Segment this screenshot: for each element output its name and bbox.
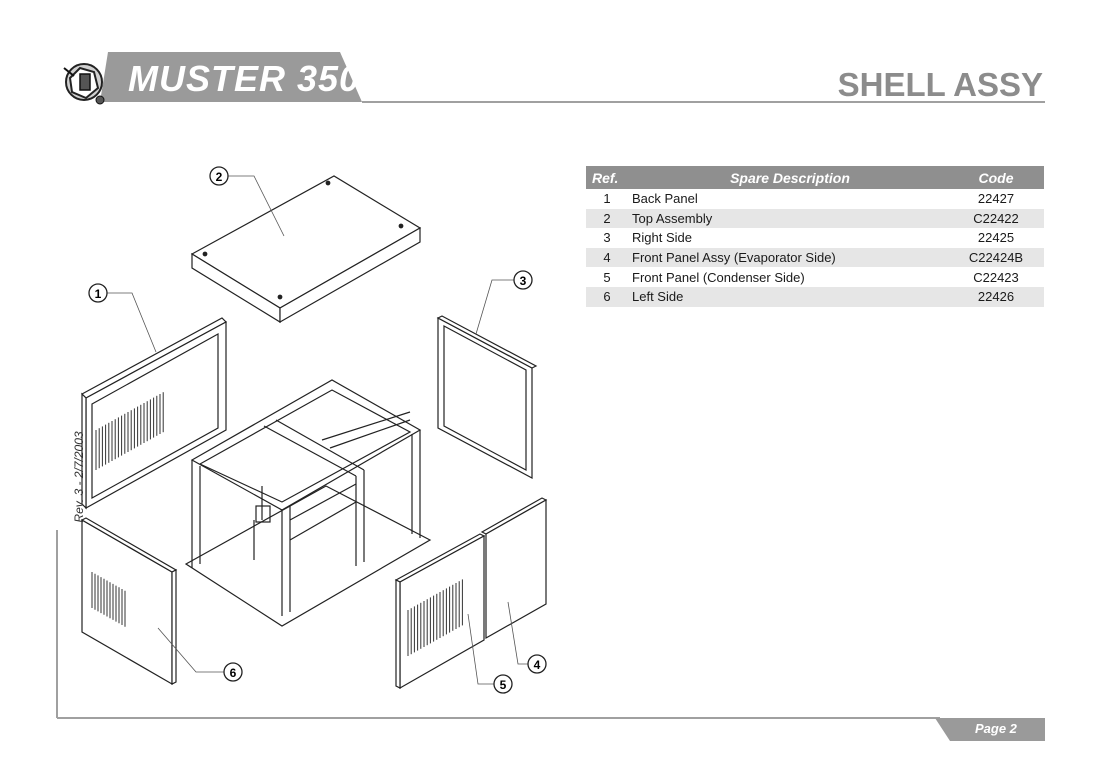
callout-1: 1 bbox=[88, 283, 108, 303]
header-description: Spare Description bbox=[628, 166, 948, 189]
row-ref: 2 bbox=[586, 208, 628, 229]
table-header-row: Ref. Spare Description Code bbox=[586, 166, 1044, 189]
row-description: Front Panel Assy (Evaporator Side) bbox=[628, 247, 948, 268]
row-description: Left Side bbox=[628, 286, 948, 307]
brand-name: MUSTER 350 bbox=[128, 58, 361, 99]
row-ref: 5 bbox=[586, 267, 628, 287]
revision-label: Rev. 3 - 2/7/2003 bbox=[72, 431, 86, 523]
row-code: C22422 bbox=[948, 208, 1044, 229]
row-description: Front Panel (Condenser Side) bbox=[628, 267, 948, 287]
callout-5: 5 bbox=[493, 674, 513, 694]
row-code: C22423 bbox=[948, 267, 1044, 287]
row-ref: 1 bbox=[586, 189, 628, 209]
callout-label: 2 bbox=[216, 170, 223, 184]
table-row: 3 Right Side 22425 bbox=[586, 228, 1044, 248]
row-ref: 4 bbox=[586, 247, 628, 268]
row-code: 22426 bbox=[948, 286, 1044, 307]
page-frame bbox=[56, 530, 1045, 741]
page-title: SHELL ASSY bbox=[837, 66, 1043, 103]
callout-4: 4 bbox=[527, 654, 547, 674]
right-side-panel bbox=[436, 315, 538, 479]
table-row: 4 Front Panel Assy (Evaporator Side) C22… bbox=[586, 247, 1044, 268]
callout-3: 3 bbox=[513, 270, 533, 290]
top-assembly-panel bbox=[190, 175, 422, 324]
back-panel bbox=[81, 317, 227, 510]
header-ref: Ref. bbox=[586, 166, 628, 189]
row-description: Back Panel bbox=[628, 189, 948, 209]
row-description: Right Side bbox=[628, 228, 948, 248]
spare-parts-table: Ref. Spare Description Code 1 Back Panel… bbox=[586, 166, 1044, 307]
callout-6: 6 bbox=[223, 662, 243, 682]
row-code: 22425 bbox=[948, 228, 1044, 248]
callout-label: 1 bbox=[95, 287, 102, 301]
header-code: Code bbox=[948, 166, 1044, 189]
table-row: 1 Back Panel 22427 bbox=[586, 189, 1044, 209]
page-number: Page 2 bbox=[975, 721, 1017, 736]
header-band bbox=[63, 52, 1045, 105]
brand-banner bbox=[100, 52, 362, 102]
row-ref: 6 bbox=[586, 286, 628, 307]
page-tab bbox=[935, 718, 1045, 741]
left-side-panel bbox=[80, 517, 178, 686]
front-panel-evaporator bbox=[480, 497, 548, 640]
row-ref: 3 bbox=[586, 228, 628, 248]
callout-label: 6 bbox=[230, 666, 237, 680]
callout-2: 2 bbox=[209, 166, 229, 186]
ice-machine-logo-icon bbox=[63, 63, 105, 105]
callout-markers: 2 1 3 4 5 6 bbox=[88, 166, 547, 694]
cabinet-frame bbox=[184, 379, 432, 627]
callout-label: 5 bbox=[500, 678, 507, 692]
callout-label: 3 bbox=[520, 274, 527, 288]
table-row: 2 Top Assembly C22422 bbox=[586, 208, 1044, 229]
callout-leaders bbox=[107, 175, 528, 685]
row-code: 22427 bbox=[948, 189, 1044, 209]
front-panel-condenser bbox=[394, 533, 486, 690]
vent-louvres bbox=[91, 392, 463, 656]
callout-label: 4 bbox=[534, 658, 541, 672]
row-code: C22424B bbox=[948, 247, 1044, 268]
table-row: 6 Left Side 22426 bbox=[586, 286, 1044, 307]
table-row: 5 Front Panel (Condenser Side) C22423 bbox=[586, 267, 1044, 287]
row-description: Top Assembly bbox=[628, 208, 948, 229]
